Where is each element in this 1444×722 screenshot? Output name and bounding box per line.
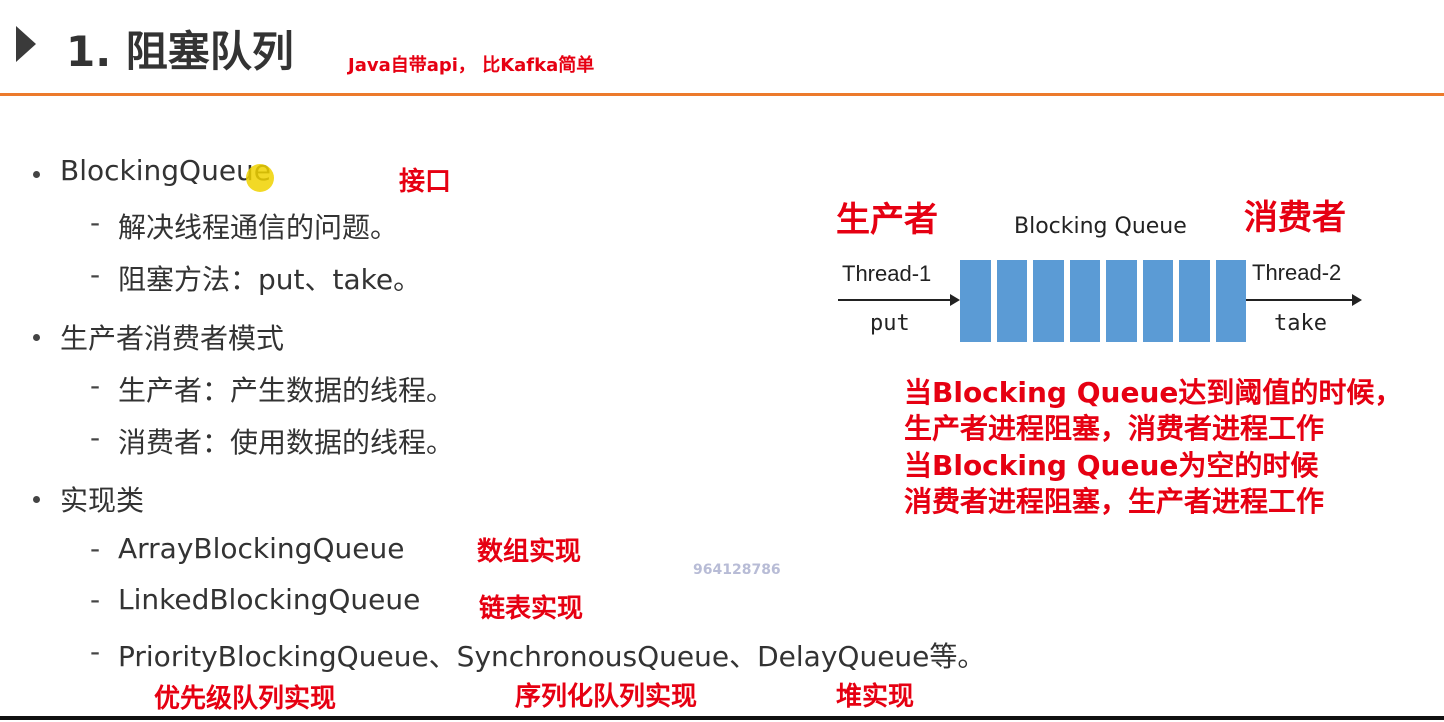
annotation-array-impl: 数组实现 (477, 537, 582, 567)
sub-bullet-dash: - (90, 258, 101, 291)
diagram-note-line-4: 消费者进程阻塞，生产者进程工作 (904, 485, 1325, 518)
sub-item-other-queues: PriorityBlockingQueue、SynchronousQueue、D… (118, 640, 986, 673)
sub-item-consumer: 消费者：使用数据的线程。 (118, 426, 455, 459)
sub-item-blocking-methods: 阻塞方法：put、take。 (118, 263, 422, 296)
bullet-dot (33, 496, 40, 503)
take-arrow-icon (1244, 294, 1362, 306)
bullet-producer-consumer: 生产者消费者模式 (60, 322, 285, 355)
sub-bullet-dash: - (90, 206, 101, 239)
annotation-serialized-impl: 序列化队列实现 (515, 682, 698, 712)
bullet-dot (33, 334, 40, 341)
sub-bullet-dash: - (90, 369, 101, 402)
bottom-divider (0, 716, 1444, 720)
bullet-dot (33, 171, 40, 178)
annotation-priority-impl: 优先级队列实现 (154, 684, 337, 714)
sub-item-producer: 生产者：产生数据的线程。 (118, 374, 455, 407)
queue-slot (1179, 260, 1210, 342)
annotation-linked-list-impl: 链表实现 (479, 594, 584, 624)
blocking-queue-graphic (960, 260, 1246, 342)
queue-slot (1106, 260, 1137, 342)
sub-bullet-dash: - (90, 532, 101, 565)
queue-slot (1033, 260, 1064, 342)
sub-bullet-dash: - (90, 635, 101, 668)
mouse-cursor-highlight (246, 164, 274, 192)
queue-slot (960, 260, 991, 342)
queue-slot (1142, 260, 1173, 342)
title-annotation: Java自带api， 比Kafka简单 (348, 55, 595, 76)
title-arrow-icon (16, 26, 36, 62)
queue-slot (1215, 260, 1246, 342)
bullet-implementations: 实现类 (60, 484, 145, 517)
sub-item-thread-communication: 解决线程通信的问题。 (118, 211, 399, 244)
annotation-heap-impl: 堆实现 (836, 682, 915, 712)
sub-item-array-blocking-queue: ArrayBlockingQueue (118, 532, 405, 565)
diagram-note-line-1: 当Blocking Queue达到阈值的时候， (904, 376, 1403, 409)
queue-slot (996, 260, 1027, 342)
diagram-thread-2-label: Thread-2 (1252, 260, 1342, 285)
annotation-interface: 接口 (399, 167, 452, 197)
diagram-producer-label: 生产者 (836, 200, 938, 240)
sub-bullet-dash: - (90, 421, 101, 454)
diagram-queue-title: Blocking Queue (1014, 214, 1187, 239)
bullet-blockingqueue: BlockingQueue (60, 154, 272, 187)
watermark-text: 964128786 (693, 562, 781, 578)
diagram-note-line-2: 生产者进程阻塞，消费者进程工作 (904, 412, 1325, 445)
put-arrow-icon (838, 294, 960, 306)
header-divider (0, 93, 1444, 96)
diagram-take-label: take (1274, 311, 1327, 336)
sub-item-linked-blocking-queue: LinkedBlockingQueue (118, 583, 421, 616)
page-title: 1. 阻塞队列 (66, 27, 294, 76)
diagram-thread-1-label: Thread-1 (842, 261, 932, 286)
diagram-put-label: put (870, 311, 910, 336)
diagram-note-line-3: 当Blocking Queue为空的时候 (904, 449, 1319, 482)
diagram-consumer-label: 消费者 (1244, 198, 1346, 238)
queue-slot (1069, 260, 1100, 342)
sub-bullet-dash: - (90, 583, 101, 616)
